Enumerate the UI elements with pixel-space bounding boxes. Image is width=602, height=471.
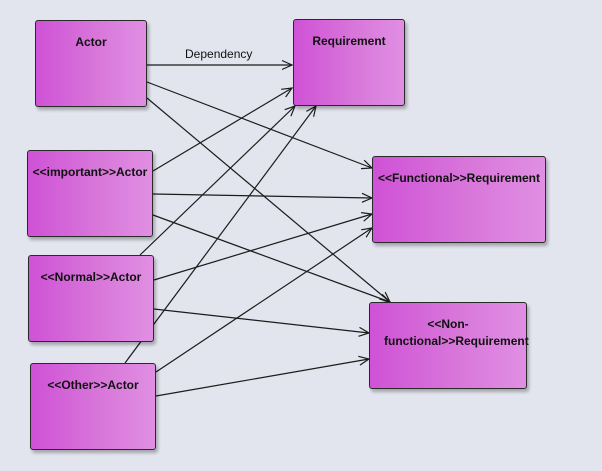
dependency-normal-to-nonfunc[interactable] bbox=[153, 308, 370, 334]
dependency-important-to-req[interactable] bbox=[152, 87, 293, 172]
dependency-actor-to-nonfunc[interactable] bbox=[146, 97, 391, 303]
normal-actor-node[interactable]: <<Normal>>Actor bbox=[28, 255, 154, 342]
dependency-other-to-req[interactable] bbox=[124, 105, 317, 364]
functional-requirement-node[interactable]: <<Functional>>Requirement bbox=[372, 156, 546, 243]
dependency-normal-to-func[interactable] bbox=[153, 213, 373, 281]
other-actor-node[interactable]: <<Other>>Actor bbox=[30, 363, 156, 450]
dependency-label: Dependency bbox=[185, 47, 253, 61]
actor-node[interactable]: Actor bbox=[35, 20, 147, 107]
arrowhead-important-to-req bbox=[281, 87, 294, 98]
nonfunctional-requirement-node[interactable]: <<Non-functional>>Requirement bbox=[369, 302, 529, 389]
arrowhead-other-to-req bbox=[306, 104, 317, 117]
arrowhead-normal-to-req bbox=[284, 104, 297, 117]
actor-label: Actor bbox=[75, 35, 107, 49]
dependency-other-to-func[interactable] bbox=[155, 227, 373, 373]
dependency-actor-to-func[interactable] bbox=[146, 81, 373, 169]
arrowhead-actor-to-req bbox=[281, 59, 294, 71]
nonfunctional-requirement-label: <<Non-functional>>Requirement bbox=[384, 317, 529, 348]
dependency-other-to-nonfunc[interactable] bbox=[155, 358, 370, 397]
important-actor-label: <<important>>Actor bbox=[32, 165, 148, 179]
requirement-node[interactable]: Requirement bbox=[293, 19, 405, 106]
dependency-normal-to-req[interactable] bbox=[139, 105, 296, 256]
dependency-important-to-func[interactable] bbox=[152, 193, 373, 199]
functional-requirement-label: <<Functional>>Requirement bbox=[377, 171, 541, 185]
important-actor-node[interactable]: <<important>>Actor bbox=[27, 150, 153, 237]
requirement-label: Requirement bbox=[312, 34, 386, 48]
other-actor-label: <<Other>>Actor bbox=[47, 378, 139, 392]
dependency-important-to-nonfunc[interactable] bbox=[152, 214, 391, 303]
normal-actor-label: <<Normal>>Actor bbox=[40, 270, 142, 284]
